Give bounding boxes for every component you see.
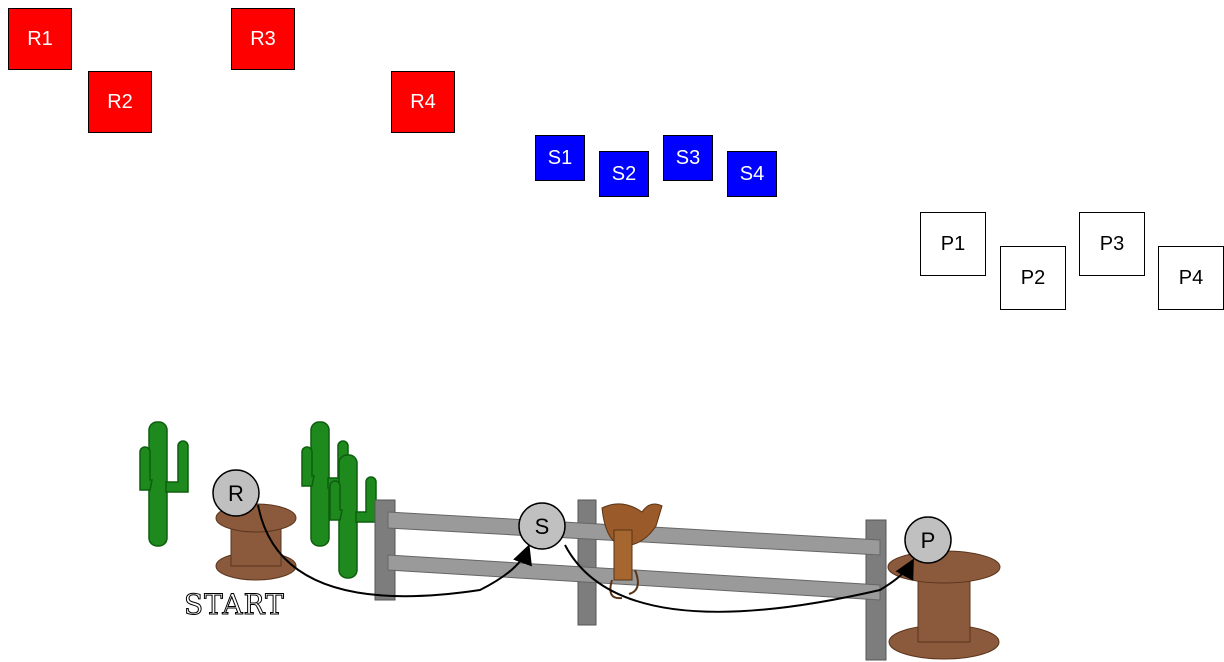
start-label: START — [184, 588, 285, 621]
cactus-icon — [329, 454, 377, 579]
node-s-label: S — [535, 514, 550, 539]
tile-r3[interactable]: R3 — [231, 8, 295, 70]
tile-s1[interactable]: S1 — [535, 135, 585, 181]
arrow-s-to-p — [564, 544, 914, 613]
saddle-icon — [601, 503, 663, 600]
node-r[interactable]: R — [212, 469, 260, 517]
tile-s2[interactable]: S2 — [599, 151, 649, 197]
tile-s3[interactable]: S3 — [663, 135, 713, 181]
start-spool — [215, 503, 297, 581]
tile-s4[interactable]: S4 — [727, 151, 777, 197]
node-p[interactable]: P — [904, 516, 952, 564]
node-r-label: R — [228, 481, 244, 506]
cactus-icon — [139, 421, 189, 547]
tile-p2[interactable]: P2 — [1000, 246, 1066, 310]
tile-r2[interactable]: R2 — [88, 71, 152, 133]
end-spool — [887, 550, 1001, 660]
tile-p4[interactable]: P4 — [1158, 246, 1224, 310]
tile-p3[interactable]: P3 — [1079, 212, 1145, 276]
tile-p1[interactable]: P1 — [920, 212, 986, 276]
tile-r1[interactable]: R1 — [8, 8, 72, 70]
arrow-r-to-s — [257, 504, 532, 598]
node-s[interactable]: S — [518, 502, 566, 550]
node-p-label: P — [921, 528, 936, 553]
cactus-icon — [301, 421, 349, 547]
tile-r4[interactable]: R4 — [391, 71, 455, 133]
